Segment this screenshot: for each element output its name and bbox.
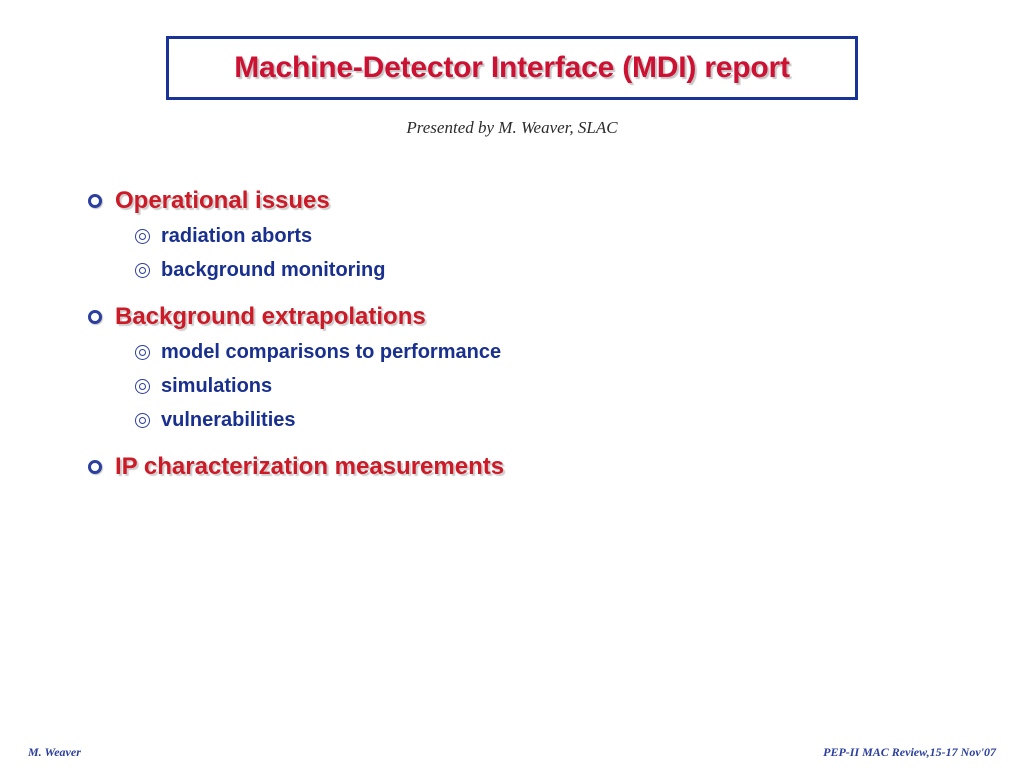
bullet-label: simulations — [161, 375, 273, 397]
double-ring-bullet-icon — [135, 263, 150, 278]
bullet-label: background monitoring — [161, 259, 386, 281]
bullet-item-level2: background monitoring — [135, 256, 968, 284]
bullet-item-level2: simulations — [135, 372, 968, 400]
spacer — [88, 290, 968, 302]
ring-bullet-icon — [88, 310, 102, 324]
double-ring-bullet-icon — [135, 413, 150, 428]
double-ring-bullet-icon — [135, 345, 150, 360]
bullet-item-level1: Operational issues — [88, 186, 968, 216]
bullet-list: Operational issues radiation aborts back… — [88, 186, 968, 488]
double-ring-bullet-icon — [135, 379, 150, 394]
bullet-label: IP characterization measurements — [115, 453, 505, 480]
presenter-subtitle: Presented by M. Weaver, SLAC — [406, 118, 618, 137]
bullet-label: radiation aborts — [161, 225, 313, 247]
bullet-label: model comparisons to performance — [161, 341, 502, 363]
spacer — [88, 440, 968, 452]
title-box: Machine-Detector Interface (MDI) report — [166, 36, 858, 100]
bullet-item-level1: IP characterization measurements — [88, 452, 968, 482]
bullet-item-level1: Background extrapolations — [88, 302, 968, 332]
ring-bullet-icon — [88, 194, 102, 208]
bullet-label: vulnerabilities — [161, 409, 296, 431]
page-title: Machine-Detector Interface (MDI) report — [234, 51, 790, 84]
bullet-item-level2: radiation aborts — [135, 222, 968, 250]
bullet-item-level2: model comparisons to performance — [135, 338, 968, 366]
bullet-item-level2: vulnerabilities — [135, 406, 968, 434]
footer-event: PEP-II MAC Review,15-17 Nov'07 — [823, 745, 996, 759]
footer-author: M. Weaver — [28, 745, 81, 759]
bullet-label: Background extrapolations — [115, 303, 426, 330]
ring-bullet-icon — [88, 460, 102, 474]
double-ring-bullet-icon — [135, 229, 150, 244]
bullet-label: Operational issues — [115, 187, 330, 214]
